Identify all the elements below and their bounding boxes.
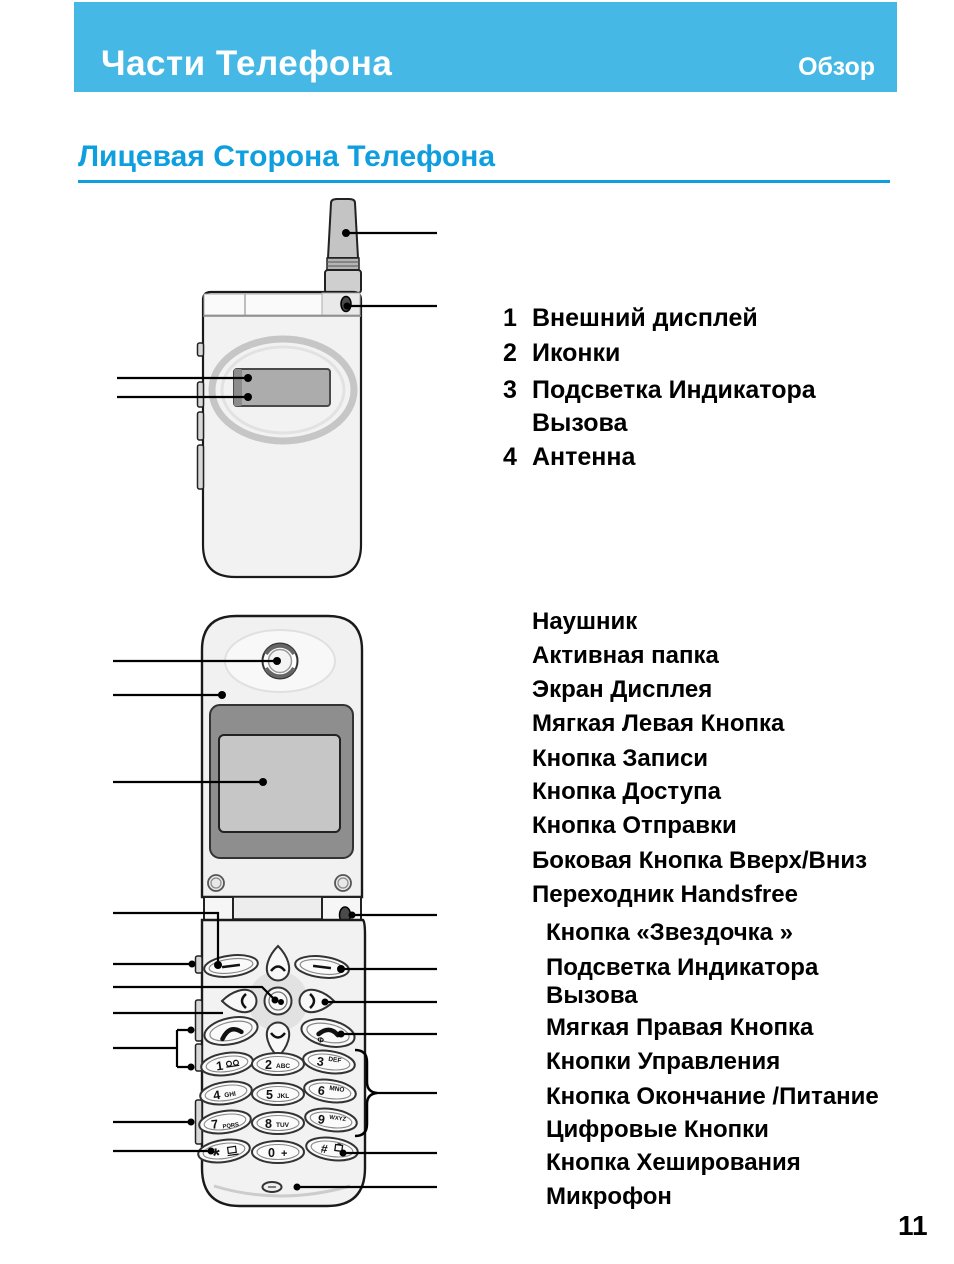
svg-text:5: 5 bbox=[266, 1088, 273, 1102]
feature-call-indicator: Подсветка Индикатора Вызова bbox=[546, 954, 819, 1009]
power-symbol: Φ bbox=[316, 1035, 325, 1045]
right-key bbox=[298, 988, 336, 1014]
item-label: Подсветка Индикатора Вызова bbox=[532, 376, 816, 437]
key-0: 0 + bbox=[251, 1140, 305, 1164]
key-9: 9 WXYZ bbox=[304, 1107, 358, 1133]
open-phone-callouts bbox=[113, 659, 437, 1189]
feature-earpiece: Наушник bbox=[532, 608, 638, 635]
display-ring bbox=[208, 335, 358, 445]
svg-text:2: 2 bbox=[265, 1058, 272, 1072]
end-power-key: Φ bbox=[300, 1018, 356, 1048]
key-7: 7 PQRS bbox=[198, 1109, 252, 1135]
svg-text:#: # bbox=[320, 1142, 329, 1157]
feature-send-key: Кнопка Отправки bbox=[532, 812, 737, 839]
svg-text:DEF: DEF bbox=[328, 1056, 342, 1065]
feature-record-key: Кнопка Записи bbox=[532, 745, 709, 772]
svg-text:JKL: JKL bbox=[277, 1093, 289, 1100]
svg-text:1: 1 bbox=[215, 1059, 224, 1074]
feature-right-soft-key: Мягкая Правая Кнопка bbox=[546, 1014, 814, 1041]
numbered-item-4: 4 Антенна bbox=[503, 441, 635, 474]
numbered-item-1: 1 Внешний дисплей bbox=[503, 302, 758, 335]
feature-side-key: Боковая Кнопка Вверх/Вниз bbox=[532, 847, 868, 874]
screw-icons bbox=[207, 874, 352, 892]
svg-text:ABC: ABC bbox=[276, 1063, 290, 1070]
svg-text:MNO: MNO bbox=[329, 1085, 345, 1094]
feature-active-folder: Активная папка bbox=[532, 642, 719, 669]
feature-hash-key: Кнопка Хеширования bbox=[546, 1149, 801, 1176]
microphone-icon bbox=[261, 1181, 283, 1193]
feature-left-soft-key: Мягкая Левая Кнопка bbox=[532, 710, 785, 737]
svg-text:6: 6 bbox=[317, 1083, 326, 1098]
open-phone-figure: Φ 1 2 ABC bbox=[113, 614, 437, 1208]
antenna-icon bbox=[324, 198, 362, 294]
svg-text:WXYZ: WXYZ bbox=[329, 1115, 347, 1123]
ringer-icon bbox=[226, 1145, 239, 1157]
feature-star-key: Кнопка «Звездочка » bbox=[546, 919, 794, 946]
item-label: Антенна bbox=[532, 443, 636, 471]
svg-text:0: 0 bbox=[268, 1146, 275, 1160]
feature-digit-keys: Цифровые Кнопки bbox=[546, 1116, 769, 1143]
numbered-item-2: 2 Иконки bbox=[503, 337, 620, 370]
right-soft-key bbox=[294, 955, 350, 979]
open-phone-callout-dots bbox=[187, 657, 356, 1191]
feature-control-keys: Кнопки Управления bbox=[546, 1048, 781, 1075]
page-number: 11 bbox=[898, 1210, 928, 1241]
callout-dots bbox=[244, 229, 351, 401]
feature-microphone: Микрофон bbox=[546, 1183, 672, 1210]
send-key bbox=[203, 1016, 259, 1046]
item-label: Внешний дисплей bbox=[532, 304, 758, 332]
key-5: 5 JKL bbox=[251, 1082, 305, 1106]
up-key bbox=[265, 944, 291, 982]
svg-text:PQRS: PQRS bbox=[222, 1122, 239, 1130]
key-4: 4 GHI bbox=[199, 1080, 253, 1106]
svg-text:GHI: GHI bbox=[224, 1091, 237, 1100]
svg-text:4: 4 bbox=[212, 1088, 221, 1103]
closed-phone-figure bbox=[117, 198, 437, 579]
item-number: 1 bbox=[503, 304, 517, 332]
handset-icon bbox=[220, 1026, 244, 1042]
key-6: 6 MNO bbox=[303, 1078, 357, 1104]
svg-text:3: 3 bbox=[316, 1054, 325, 1069]
svg-text:+: + bbox=[281, 1148, 287, 1160]
closed-phone-body bbox=[201, 290, 363, 579]
section-title: Лицевая Сторона Телефона bbox=[78, 140, 496, 173]
display-screen bbox=[218, 734, 341, 833]
feature-end-power-key: Кнопка Окончание /Питание bbox=[546, 1083, 879, 1110]
side-buttons bbox=[196, 342, 205, 490]
keypad: 1 2 ABC 3 DEF bbox=[197, 1049, 359, 1168]
item-number: 4 bbox=[503, 443, 517, 471]
feature-access-key: Кнопка Доступа bbox=[532, 778, 721, 805]
handset-icon bbox=[316, 1027, 341, 1038]
svg-text:TUV: TUV bbox=[276, 1122, 290, 1129]
page-title: Части Телефона bbox=[101, 44, 393, 83]
numbered-item-3: 3 Подсветка Индикатора Вызова bbox=[503, 374, 832, 440]
item-number: 2 bbox=[503, 339, 517, 367]
feature-display-screen: Экран Дисплея bbox=[532, 676, 713, 703]
section-underline bbox=[78, 180, 890, 183]
key-star: * bbox=[197, 1138, 251, 1168]
page-header: Части Телефона Обзор bbox=[74, 2, 897, 92]
item-label: Иконки bbox=[532, 339, 621, 367]
item-number: 3 bbox=[503, 376, 517, 404]
svg-text:*: * bbox=[211, 1145, 222, 1168]
svg-text:9: 9 bbox=[317, 1112, 326, 1127]
key-2: 2 ABC bbox=[251, 1052, 305, 1076]
key-3: 3 DEF bbox=[302, 1049, 356, 1075]
side-buttons-lower bbox=[194, 955, 203, 1145]
key-8: 8 TUV bbox=[251, 1111, 305, 1135]
svg-text:8: 8 bbox=[265, 1117, 272, 1131]
header-section-label: Обзор bbox=[798, 53, 875, 81]
left-key bbox=[220, 988, 258, 1014]
down-key bbox=[265, 1021, 291, 1059]
feature-handsfree-adapter: Переходник Handsfree bbox=[532, 881, 798, 908]
lock-icon bbox=[334, 1143, 344, 1153]
closed-phone-callouts bbox=[117, 231, 437, 399]
voicemail-icon bbox=[225, 1059, 240, 1068]
svg-text:7: 7 bbox=[210, 1117, 219, 1132]
